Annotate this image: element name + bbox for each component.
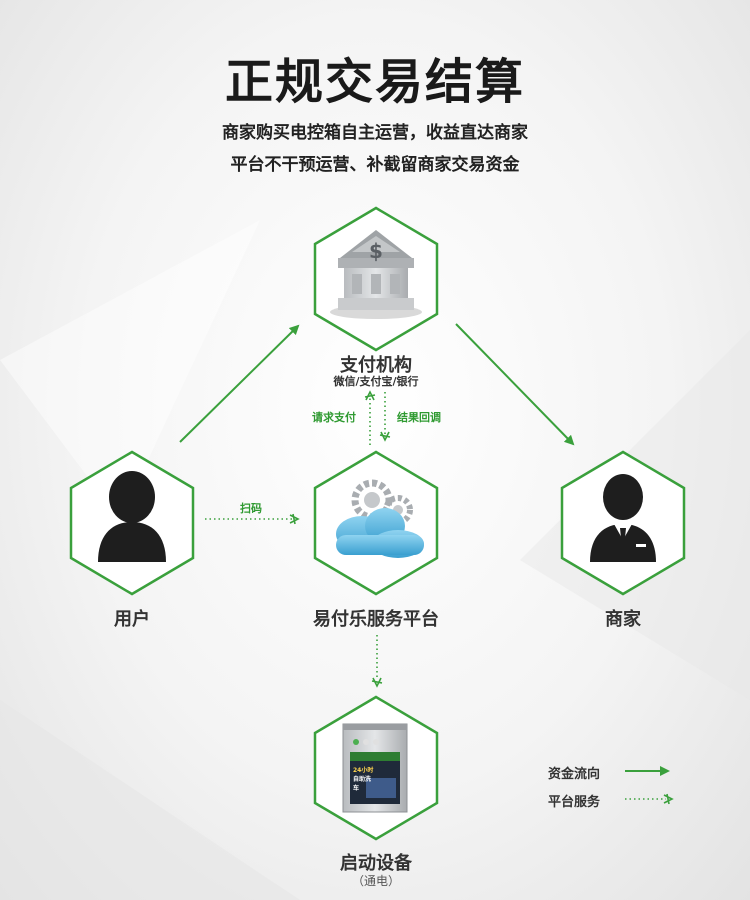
device-screen-line-2: 自助洗 [353,775,371,783]
payment-institution-sublabel: 微信/支付宝/银行 [333,375,419,388]
device-sublabel: （通电） [351,874,400,888]
control-box-icon: 24小时 自助洗 车 [342,723,408,813]
dotted-platform-to-device [371,635,383,688]
legend-fund-flow-label: 资金流向 [548,767,601,782]
bg-facet [0,220,260,520]
device-screen-line-1: 24小时 [353,766,373,774]
dotted-scan-line [205,513,300,525]
legend-platform-service-label: 平台服务 [548,795,601,810]
user-label: 用户 [114,609,150,630]
device-label: 启动设备 [340,853,412,874]
page-title: 正规交易结算 [224,54,525,110]
arrow-payment-to-merchant [455,323,575,446]
payment-institution-label: 支付机构 [340,355,412,376]
scan-label: 扫码 [240,502,262,515]
cloud-gears-icon [336,479,424,558]
result-callback-label: 结果回调 [397,411,441,424]
user-icon [98,471,166,562]
subtitle-line-2: 平台不干预运营、补截留商家交易资金 [230,155,520,175]
device-screen-line-3: 车 [353,784,359,792]
legend-dotted-arrow [625,793,674,805]
bank-icon: $ [330,230,422,319]
request-payment-label: 请求支付 [312,411,356,424]
dotted-callback-line [379,392,391,442]
subtitle-line-1: 商家购买电控箱自主运营，收益直达商家 [222,123,528,143]
svg-text:$: $ [369,239,383,263]
dotted-request-line [364,390,376,445]
platform-label: 易付乐服务平台 [313,609,439,630]
bg-facet [0,700,300,900]
businessman-icon [590,474,656,562]
arrow-user-to-payment [179,324,300,443]
merchant-label: 商家 [605,609,641,630]
